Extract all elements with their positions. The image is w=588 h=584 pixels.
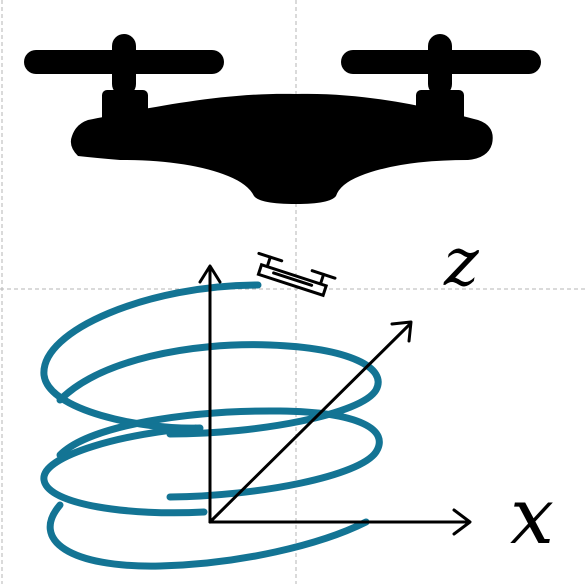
helix-back-segments [40, 281, 262, 517]
helix-trajectory [40, 281, 383, 570]
x-axis-arrowhead [452, 508, 472, 536]
small-drone-icon [256, 251, 337, 298]
coordinate-axes [198, 264, 472, 536]
quadcopter-drone-icon [24, 34, 541, 204]
y-axis-arrowhead [390, 320, 413, 343]
z-axis-label: z [443, 224, 480, 301]
x-axis-label: x [510, 472, 554, 562]
helix-front-segments [46, 341, 383, 570]
z-axis-arrowhead [198, 264, 222, 284]
y-axis-line [208, 322, 412, 524]
